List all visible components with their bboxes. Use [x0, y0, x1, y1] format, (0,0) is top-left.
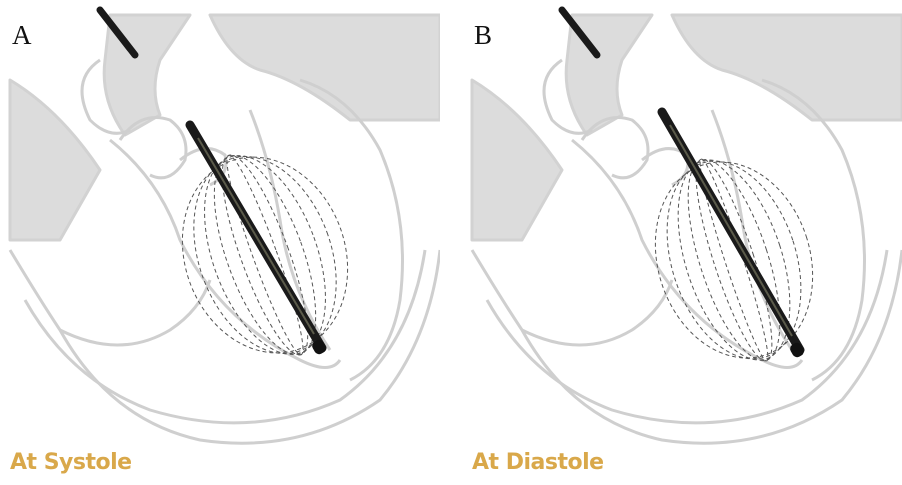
phase-label: At Diastole	[472, 452, 604, 474]
heart-diagram-diastole	[462, 0, 902, 485]
heart-outer-outline	[10, 250, 440, 443]
ventricle-wall-right	[762, 80, 865, 380]
panel-diastole: B At Diastole	[462, 0, 902, 485]
catheter-tip	[788, 341, 805, 359]
phase-label: At Systole	[10, 452, 132, 474]
heart-outer-outline	[472, 250, 902, 443]
heart-inner-outline	[487, 250, 887, 423]
valve-leaflet	[642, 149, 688, 185]
left-gray-region	[10, 80, 100, 240]
septum-line	[250, 110, 330, 350]
panel-systole: A At Systole	[0, 0, 440, 485]
heart-anatomy	[472, 15, 902, 443]
panel-letter: A	[12, 22, 32, 49]
lower-wall	[60, 280, 210, 345]
valve-outline	[582, 118, 648, 178]
heart-inner-outline	[25, 250, 425, 423]
panel-letter: B	[474, 22, 492, 49]
lower-wall	[522, 280, 672, 345]
atrium-gray-region	[210, 15, 440, 120]
heart-anatomy	[10, 15, 440, 443]
heart-diagram-systole	[0, 0, 440, 485]
ventricle-wall-left	[572, 140, 802, 368]
valve-outline	[120, 118, 186, 178]
left-gray-region	[472, 80, 562, 240]
atrium-gray-region	[672, 15, 902, 120]
